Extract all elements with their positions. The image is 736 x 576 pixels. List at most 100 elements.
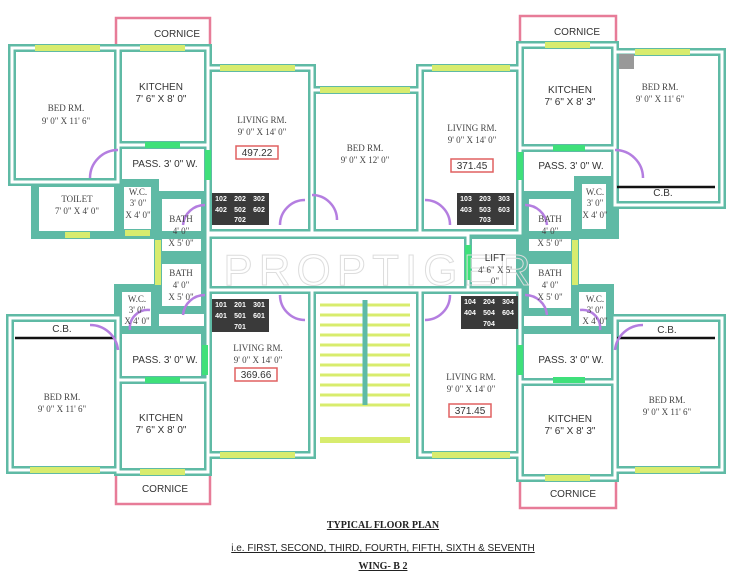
bath-size: 4' 0": [173, 226, 190, 236]
bath-label: BATH: [169, 214, 193, 224]
wc-label: W.C.: [586, 294, 604, 304]
svg-text:504: 504: [483, 310, 495, 317]
living-room-size: 9' 0" X 14' 0": [234, 355, 283, 365]
bath-size: X 5' 0": [168, 292, 194, 302]
bed-room-label: BED RM.: [44, 392, 81, 402]
staircase: [320, 300, 410, 407]
bed-room-label: BED RM.: [642, 82, 679, 92]
svg-text:403: 403: [460, 207, 472, 214]
marker-square: [619, 54, 634, 69]
lift-size: 4' 6" X 5': [478, 265, 512, 275]
living-room-label: LIVING RM.: [237, 115, 287, 125]
living-room-area: 371.45: [455, 406, 486, 417]
wc-label: W.C.: [128, 294, 146, 304]
bath-size: 4' 0": [542, 226, 559, 236]
bath-size: X 5' 0": [537, 292, 563, 302]
kitchen-label: KITCHEN: [548, 414, 592, 425]
doors: [88, 148, 645, 351]
svg-text:302: 302: [253, 196, 265, 203]
plan-floors: i.e. FIRST, SECOND, THIRD, FOURTH, FIFTH…: [231, 543, 535, 554]
bath-label: BATH: [538, 268, 562, 278]
bath-size: 4' 0": [173, 280, 190, 290]
bath-label: BATH: [169, 268, 193, 278]
svg-text:502: 502: [234, 207, 246, 214]
kitchen-label: KITCHEN: [548, 85, 592, 96]
svg-text:402: 402: [215, 207, 227, 214]
svg-text:301: 301: [253, 302, 265, 309]
svg-text:701: 701: [234, 324, 246, 331]
passage-label: PASS. 3' 0" W.: [538, 161, 603, 172]
svg-text:204: 204: [483, 299, 495, 306]
cupboard-label: C.B.: [657, 325, 676, 336]
cornice-bottom-right: [518, 476, 618, 510]
bath-size: X 5' 0": [537, 238, 563, 248]
living-room-area: 497.22: [242, 148, 273, 159]
bed-room-size: 9' 0" X 11' 6": [636, 94, 685, 104]
svg-text:304: 304: [502, 299, 514, 306]
lift-label: LIFT: [485, 253, 506, 264]
svg-text:704: 704: [483, 321, 495, 328]
wc-label: W.C.: [586, 187, 604, 197]
bed-room-size: 9' 0" X 11' 6": [643, 407, 692, 417]
wc-size: X 4' 0": [124, 316, 150, 326]
svg-text:601: 601: [253, 313, 265, 320]
living-room-label: LIVING RM.: [447, 123, 497, 133]
windows: [30, 42, 700, 481]
kitchen-size: 7' 6" X 8' 3": [545, 426, 596, 437]
bath-label: BATH: [538, 214, 562, 224]
svg-text:702: 702: [234, 217, 246, 224]
svg-text:102: 102: [215, 196, 227, 203]
svg-text:603: 603: [498, 207, 510, 214]
kitchen-size: 7' 6" X 8' 0": [136, 425, 187, 436]
living-room-size: 9' 0" X 14' 0": [238, 127, 287, 137]
svg-text:104: 104: [464, 299, 476, 306]
cornice-label: CORNICE: [142, 484, 188, 495]
wc-label: W.C.: [129, 187, 147, 197]
bed-room-size: 9' 0" X 12' 0": [341, 155, 390, 165]
plan-title: TYPICAL FLOOR PLAN: [327, 520, 440, 531]
lift-size: 0": [491, 276, 500, 286]
living-room-size: 9' 0" X 14' 0": [447, 384, 496, 394]
wc-size: 3' 0": [129, 305, 146, 315]
wc-size: 3' 0": [587, 198, 604, 208]
cornice-label: CORNICE: [154, 29, 200, 40]
bath-size: 4' 0": [542, 280, 559, 290]
svg-text:604: 604: [502, 310, 514, 317]
svg-text:203: 203: [479, 196, 491, 203]
cupboard-label: C.B.: [653, 188, 672, 199]
toilet-size: 7' 0" X 4' 0": [55, 206, 99, 216]
cupboard-label: C.B.: [52, 324, 71, 335]
plan-wing: WING- B 2: [359, 561, 408, 572]
kitchen-label: KITCHEN: [139, 82, 183, 93]
svg-text:103: 103: [460, 196, 472, 203]
wc-size: 3' 0": [587, 305, 604, 315]
kitchen-label: KITCHEN: [139, 413, 183, 424]
cornice-label: CORNICE: [554, 27, 600, 38]
svg-text:201: 201: [234, 302, 246, 309]
cornice-label: CORNICE: [550, 489, 596, 500]
toilet-label: TOILET: [61, 194, 93, 204]
bed-room-label: BED RM.: [347, 143, 384, 153]
bed-room-label: BED RM.: [48, 103, 85, 113]
svg-text:703: 703: [479, 217, 491, 224]
living-room-label: LIVING RM.: [446, 372, 496, 382]
living-room-label: LIVING RM.: [233, 343, 283, 353]
svg-text:101: 101: [215, 302, 227, 309]
living-room-area: 371.45: [457, 161, 488, 172]
watermark: PROPTIGER: [223, 246, 536, 295]
svg-text:303: 303: [498, 196, 510, 203]
bath-size: X 5' 0": [168, 238, 194, 248]
wc-size: X 4' 0": [582, 210, 608, 220]
living-room-size: 9' 0" X 14' 0": [448, 135, 497, 145]
svg-text:404: 404: [464, 310, 476, 317]
bed-room-label: BED RM.: [649, 395, 686, 405]
passage-label: PASS. 3' 0" W.: [132, 355, 197, 366]
bed-room-size: 9' 0" X 11' 6": [42, 116, 91, 126]
kitchen-size: 7' 6" X 8' 0": [136, 94, 187, 105]
wc-size: X 4' 0": [125, 210, 151, 220]
passage-label: PASS. 3' 0" W.: [132, 159, 197, 170]
